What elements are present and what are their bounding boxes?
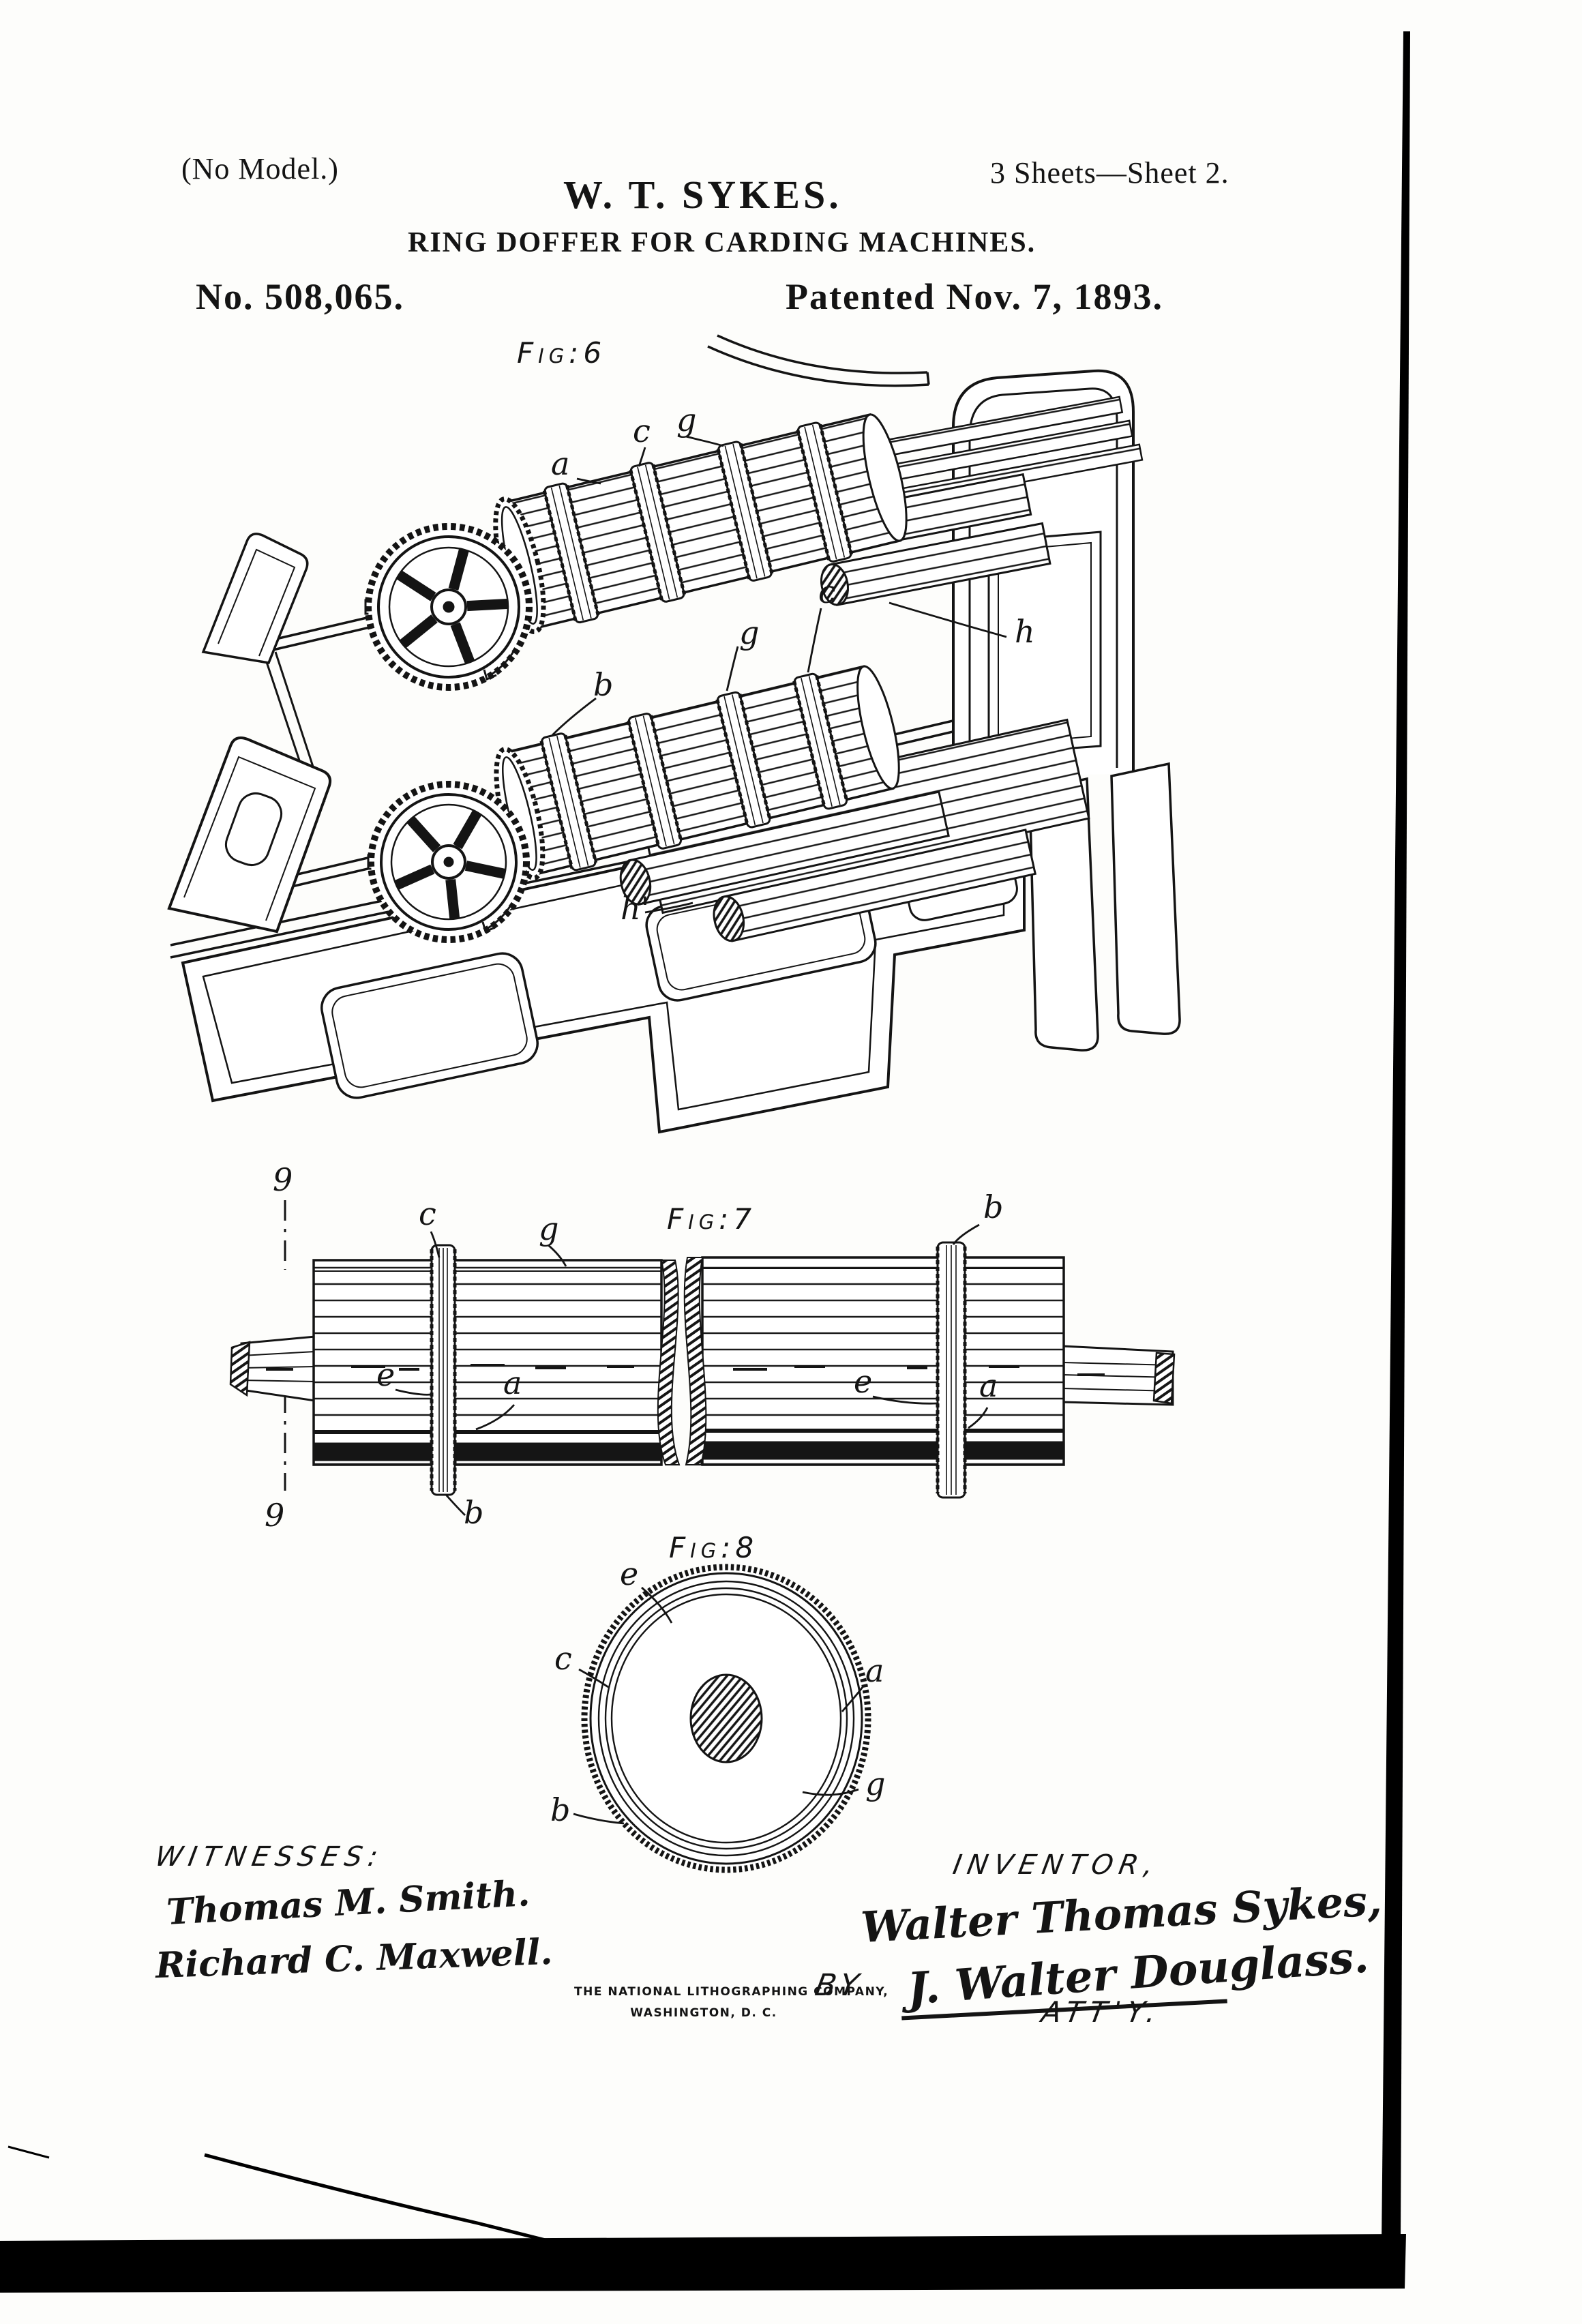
scan-bar-bottom	[0, 2234, 1406, 2293]
scan-bar-right	[1382, 31, 1410, 2245]
scratch-line	[205, 2155, 554, 2242]
scratch-mark-left	[8, 2147, 49, 2158]
